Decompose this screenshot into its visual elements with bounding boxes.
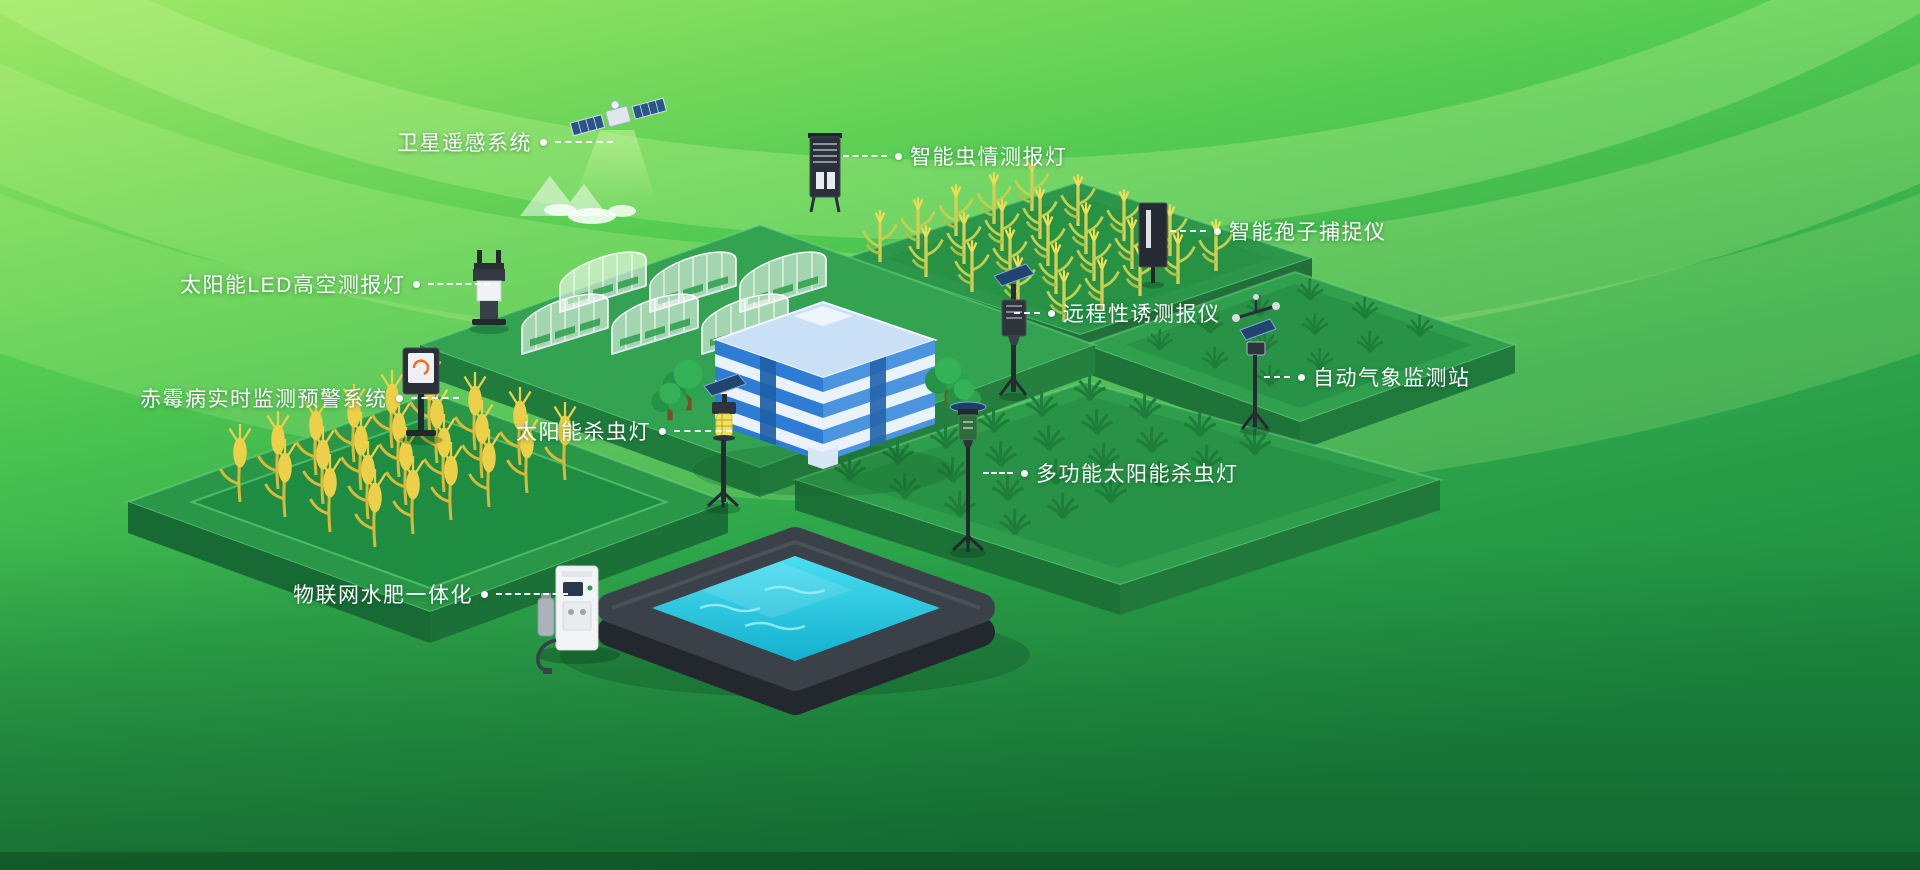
leader-line	[410, 397, 459, 399]
leader-dot	[1021, 469, 1028, 477]
leader-dot	[1214, 227, 1221, 235]
label-text: 卫星遥感系统	[397, 132, 532, 155]
label-text: 智能孢子捕捉仪	[1229, 221, 1387, 244]
leader-line	[1014, 312, 1040, 314]
leader-dot	[895, 152, 902, 160]
building-office	[693, 300, 953, 496]
label-multi-solar-insect-killer: 多功能太阳能杀虫灯	[983, 458, 1239, 488]
device-scab-monitor	[399, 347, 443, 445]
leader-dot	[1048, 309, 1055, 317]
label-text: 自动气象监测站	[1313, 367, 1471, 390]
leader-dot	[659, 427, 666, 435]
label-solar-led-lamp: 太阳能LED高空测报灯	[180, 269, 491, 299]
leader-dot	[413, 280, 421, 288]
platform-wheat	[125, 355, 731, 643]
leader-dot	[1298, 373, 1305, 381]
label-text: 智能虫情测报灯	[910, 146, 1068, 169]
label-text: 物联网水肥一体化	[293, 584, 473, 607]
leader-dot	[395, 394, 403, 402]
device-multi-solar-insect-killer	[949, 401, 987, 558]
label-scab-warning-system: 赤霉病实时监测预警系统	[140, 383, 459, 413]
label-text: 赤霉病实时监测预警系统	[140, 388, 388, 411]
label-text: 太阳能杀虫灯	[516, 421, 651, 444]
leader-line	[1170, 230, 1206, 232]
device-insect-monitor-lamp	[808, 133, 842, 213]
leader-line	[674, 430, 732, 432]
label-insect-monitor-lamp: 智能虫情测报灯	[843, 141, 1068, 171]
label-weather-station: 自动气象监测站	[1264, 362, 1471, 392]
device-solar-led-lamp	[469, 250, 509, 334]
leader-line	[428, 283, 491, 285]
platform-rice-east	[1081, 270, 1519, 450]
leader-line	[983, 472, 1013, 474]
leader-dot	[481, 590, 488, 598]
device-solar-insect-killer	[703, 373, 747, 514]
label-satellite-system: 卫星遥感系统	[397, 127, 613, 157]
label-iot-water-fertilizer: 物联网水肥一体化	[293, 579, 568, 609]
device-weather-station	[1232, 294, 1280, 436]
label-text: 太阳能LED高空测报灯	[180, 274, 406, 297]
label-solar-insect-killer: 太阳能杀虫灯	[516, 416, 732, 446]
device-satellite	[569, 97, 667, 206]
leader-dot	[540, 138, 547, 146]
label-spore-catcher: 智能孢子捕捉仪	[1170, 216, 1387, 246]
device-spore-catcher	[1138, 202, 1168, 289]
leader-line	[496, 593, 568, 595]
leader-line	[843, 155, 887, 157]
leader-line	[1264, 376, 1290, 378]
device-pheromone-monitor	[993, 263, 1035, 401]
label-text: 多功能太阳能杀虫灯	[1036, 463, 1239, 486]
label-pheromone-monitor: 远程性诱测报仪	[1014, 298, 1221, 328]
device-iot-fertigation	[536, 565, 620, 674]
water-pool	[560, 527, 1030, 715]
leader-line	[555, 141, 613, 143]
label-text: 远程性诱测报仪	[1063, 303, 1221, 326]
